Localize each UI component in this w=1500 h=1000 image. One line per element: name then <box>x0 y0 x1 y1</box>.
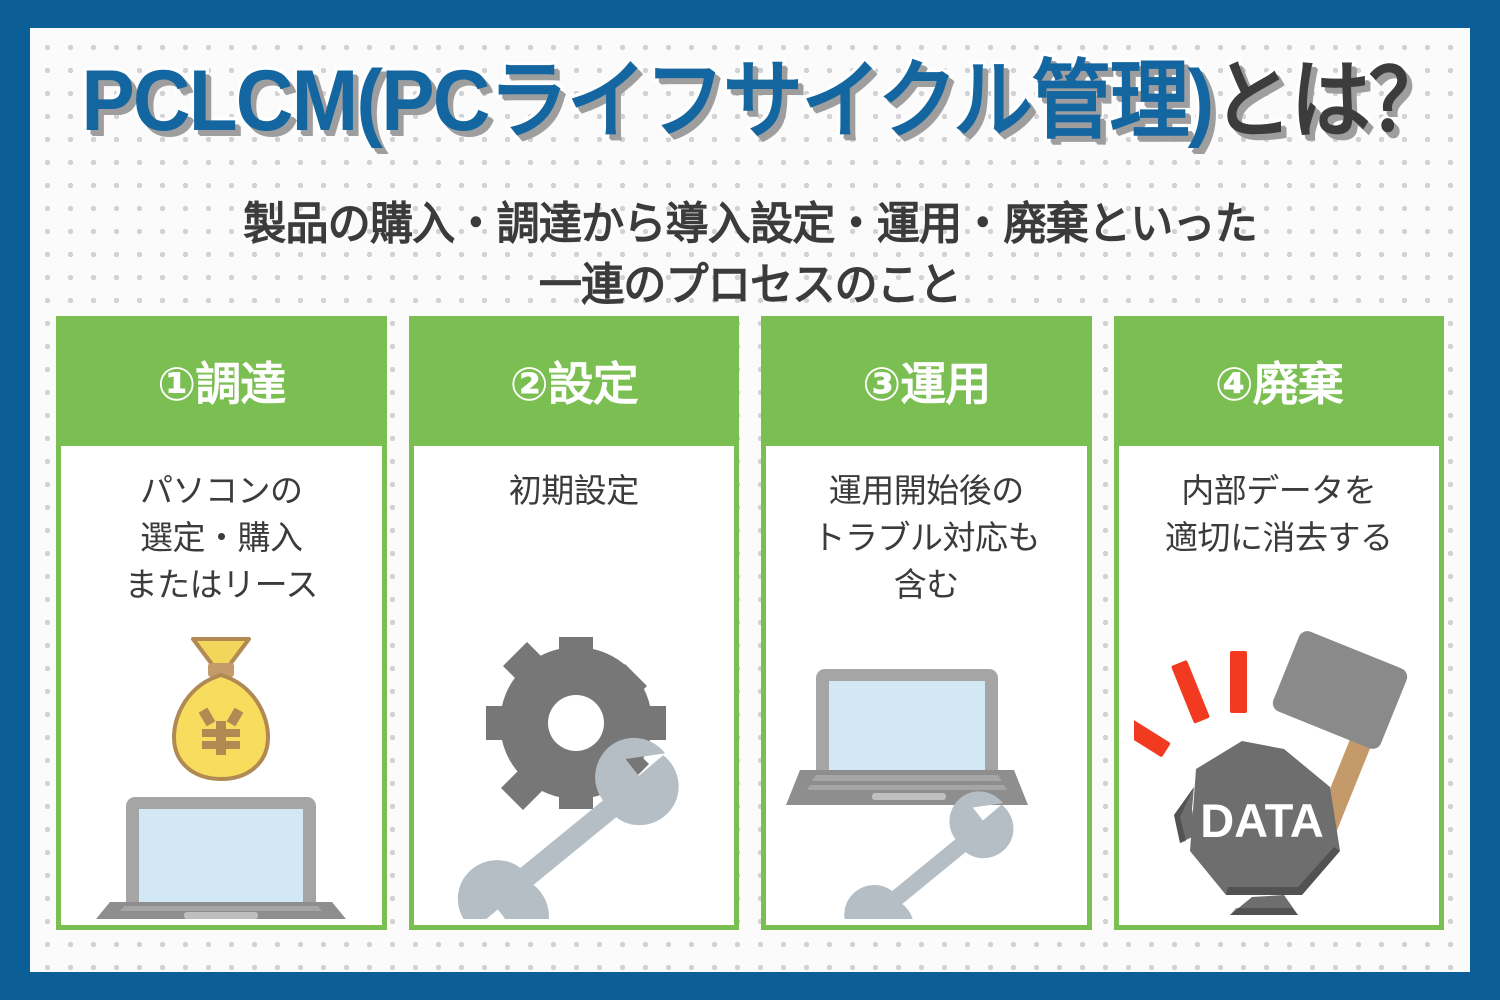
process-card-row: ①調達 パソコンの 選定・購入 またはリース <box>56 316 1444 930</box>
process-card-4: ④廃棄 内部データを 適切に消去する <box>1113 316 1444 930</box>
process-card-2: ②設定 初期設定 <box>408 316 739 930</box>
title-dark-part: とは？ <box>1209 52 1452 149</box>
card-4-body: 内部データを 適切に消去する <box>1119 446 1440 925</box>
card-2-text: 初期設定 <box>508 468 640 515</box>
poster-canvas: PCLCM(PCライフサイクル管理)とは？ 製品の購入・調達から導入設定・運用・… <box>30 28 1470 972</box>
card-3-line-1: 運用開始後の <box>828 472 1024 509</box>
wrench-icon <box>457 737 679 919</box>
card-4-line-2: 適切に消去する <box>1165 518 1393 556</box>
card-3-body: 運用開始後の トラブル対応も 含む <box>766 446 1087 925</box>
card-2-body: 初期設定 <box>414 446 735 925</box>
card-2-header: ②設定 <box>408 316 739 446</box>
laptop-and-wrench-icon <box>786 669 1029 919</box>
card-1-body: パソコンの 選定・購入 またはリース <box>61 446 382 925</box>
process-card-3: ③運用 運用開始後の トラブル対応も 含む <box>761 316 1092 930</box>
card-3-header: ③運用 <box>761 316 1092 446</box>
data-rock-icon: DATA <box>1173 741 1340 915</box>
laptop-icon <box>786 669 1029 805</box>
card-1-header: ①調達 <box>56 316 387 446</box>
card-4-icon-area: DATA <box>1119 589 1440 919</box>
rock-label: DATA <box>1200 794 1324 847</box>
card-4-header: ④廃棄 <box>1113 316 1444 446</box>
title-blue-part: PCLCM(PCライフサイクル管理) <box>78 52 1217 149</box>
gear-and-wrench-icon <box>457 637 679 919</box>
card-2-icon-area <box>414 589 735 919</box>
wrench-icon <box>844 791 1014 919</box>
impact-lines-icon <box>1133 651 1247 757</box>
page-subtitle: 製品の購入・調達から導入設定・運用・廃棄といった 一連のプロセスのこと <box>30 194 1470 316</box>
subtitle-line-1: 製品の購入・調達から導入設定・運用・廃棄といった <box>243 198 1258 249</box>
card-1-icon-area <box>61 589 382 919</box>
card-1-text: パソコンの 選定・購入 またはリース <box>124 468 319 609</box>
card-3-text: 運用開始後の トラブル対応も 含む <box>813 468 1041 609</box>
process-card-1: ①調達 パソコンの 選定・購入 またはリース <box>56 316 387 930</box>
card-3-line-2: トラブル対応も <box>812 518 1041 556</box>
money-bag-and-laptop-icon <box>96 637 347 919</box>
card-2-line-1: 初期設定 <box>508 472 640 509</box>
card-4-line-1: 内部データを <box>1181 472 1377 509</box>
page-title: PCLCM(PCライフサイクル管理)とは？ <box>30 52 1470 149</box>
subtitle-line-2: 一連のプロセスのこと <box>538 258 962 310</box>
card-1-line-3: またはリース <box>124 565 319 603</box>
hammer-and-data-rock-icon: DATA <box>1133 631 1407 915</box>
money-bag-icon <box>172 637 271 782</box>
card-3-line-3: 含む <box>893 565 959 603</box>
card-3-icon-area <box>766 589 1087 919</box>
card-4-text: 内部データを 適切に消去する <box>1165 468 1393 562</box>
laptop-icon <box>96 797 347 919</box>
card-1-line-1: パソコンの <box>139 472 303 509</box>
card-1-line-2: 選定・購入 <box>139 518 303 556</box>
